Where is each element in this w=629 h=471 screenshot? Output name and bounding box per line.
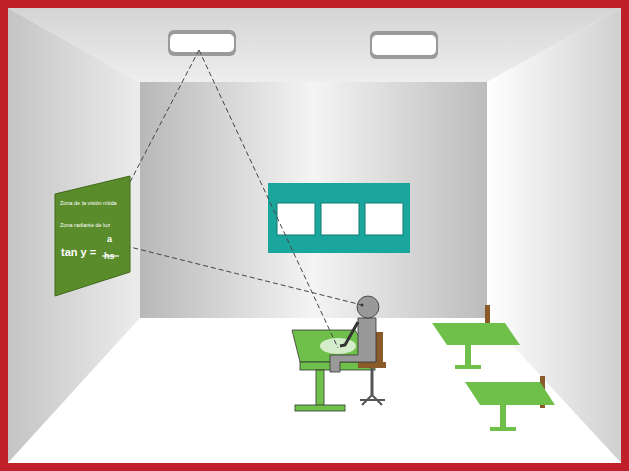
board-surface	[55, 176, 130, 296]
ceiling-lamp	[370, 31, 438, 59]
ceiling-lamp	[168, 30, 236, 56]
floor	[8, 8, 621, 463]
right-desk	[465, 376, 555, 431]
board-text: tan y =	[61, 247, 96, 258]
student-figure	[330, 296, 386, 405]
board-text: hs	[104, 252, 115, 261]
board-text: Zona de la visión nítida	[60, 201, 117, 207]
chalkboard: Zona de la visión nítidaZona radiante de…	[55, 176, 133, 298]
floor-plane	[8, 318, 621, 463]
right-desk	[432, 305, 520, 369]
board-shape	[55, 176, 133, 298]
back-wall	[140, 82, 487, 318]
sight-lines	[110, 50, 362, 348]
board-text: a	[107, 235, 112, 244]
board-text: Zona radiante de luz	[60, 223, 110, 229]
